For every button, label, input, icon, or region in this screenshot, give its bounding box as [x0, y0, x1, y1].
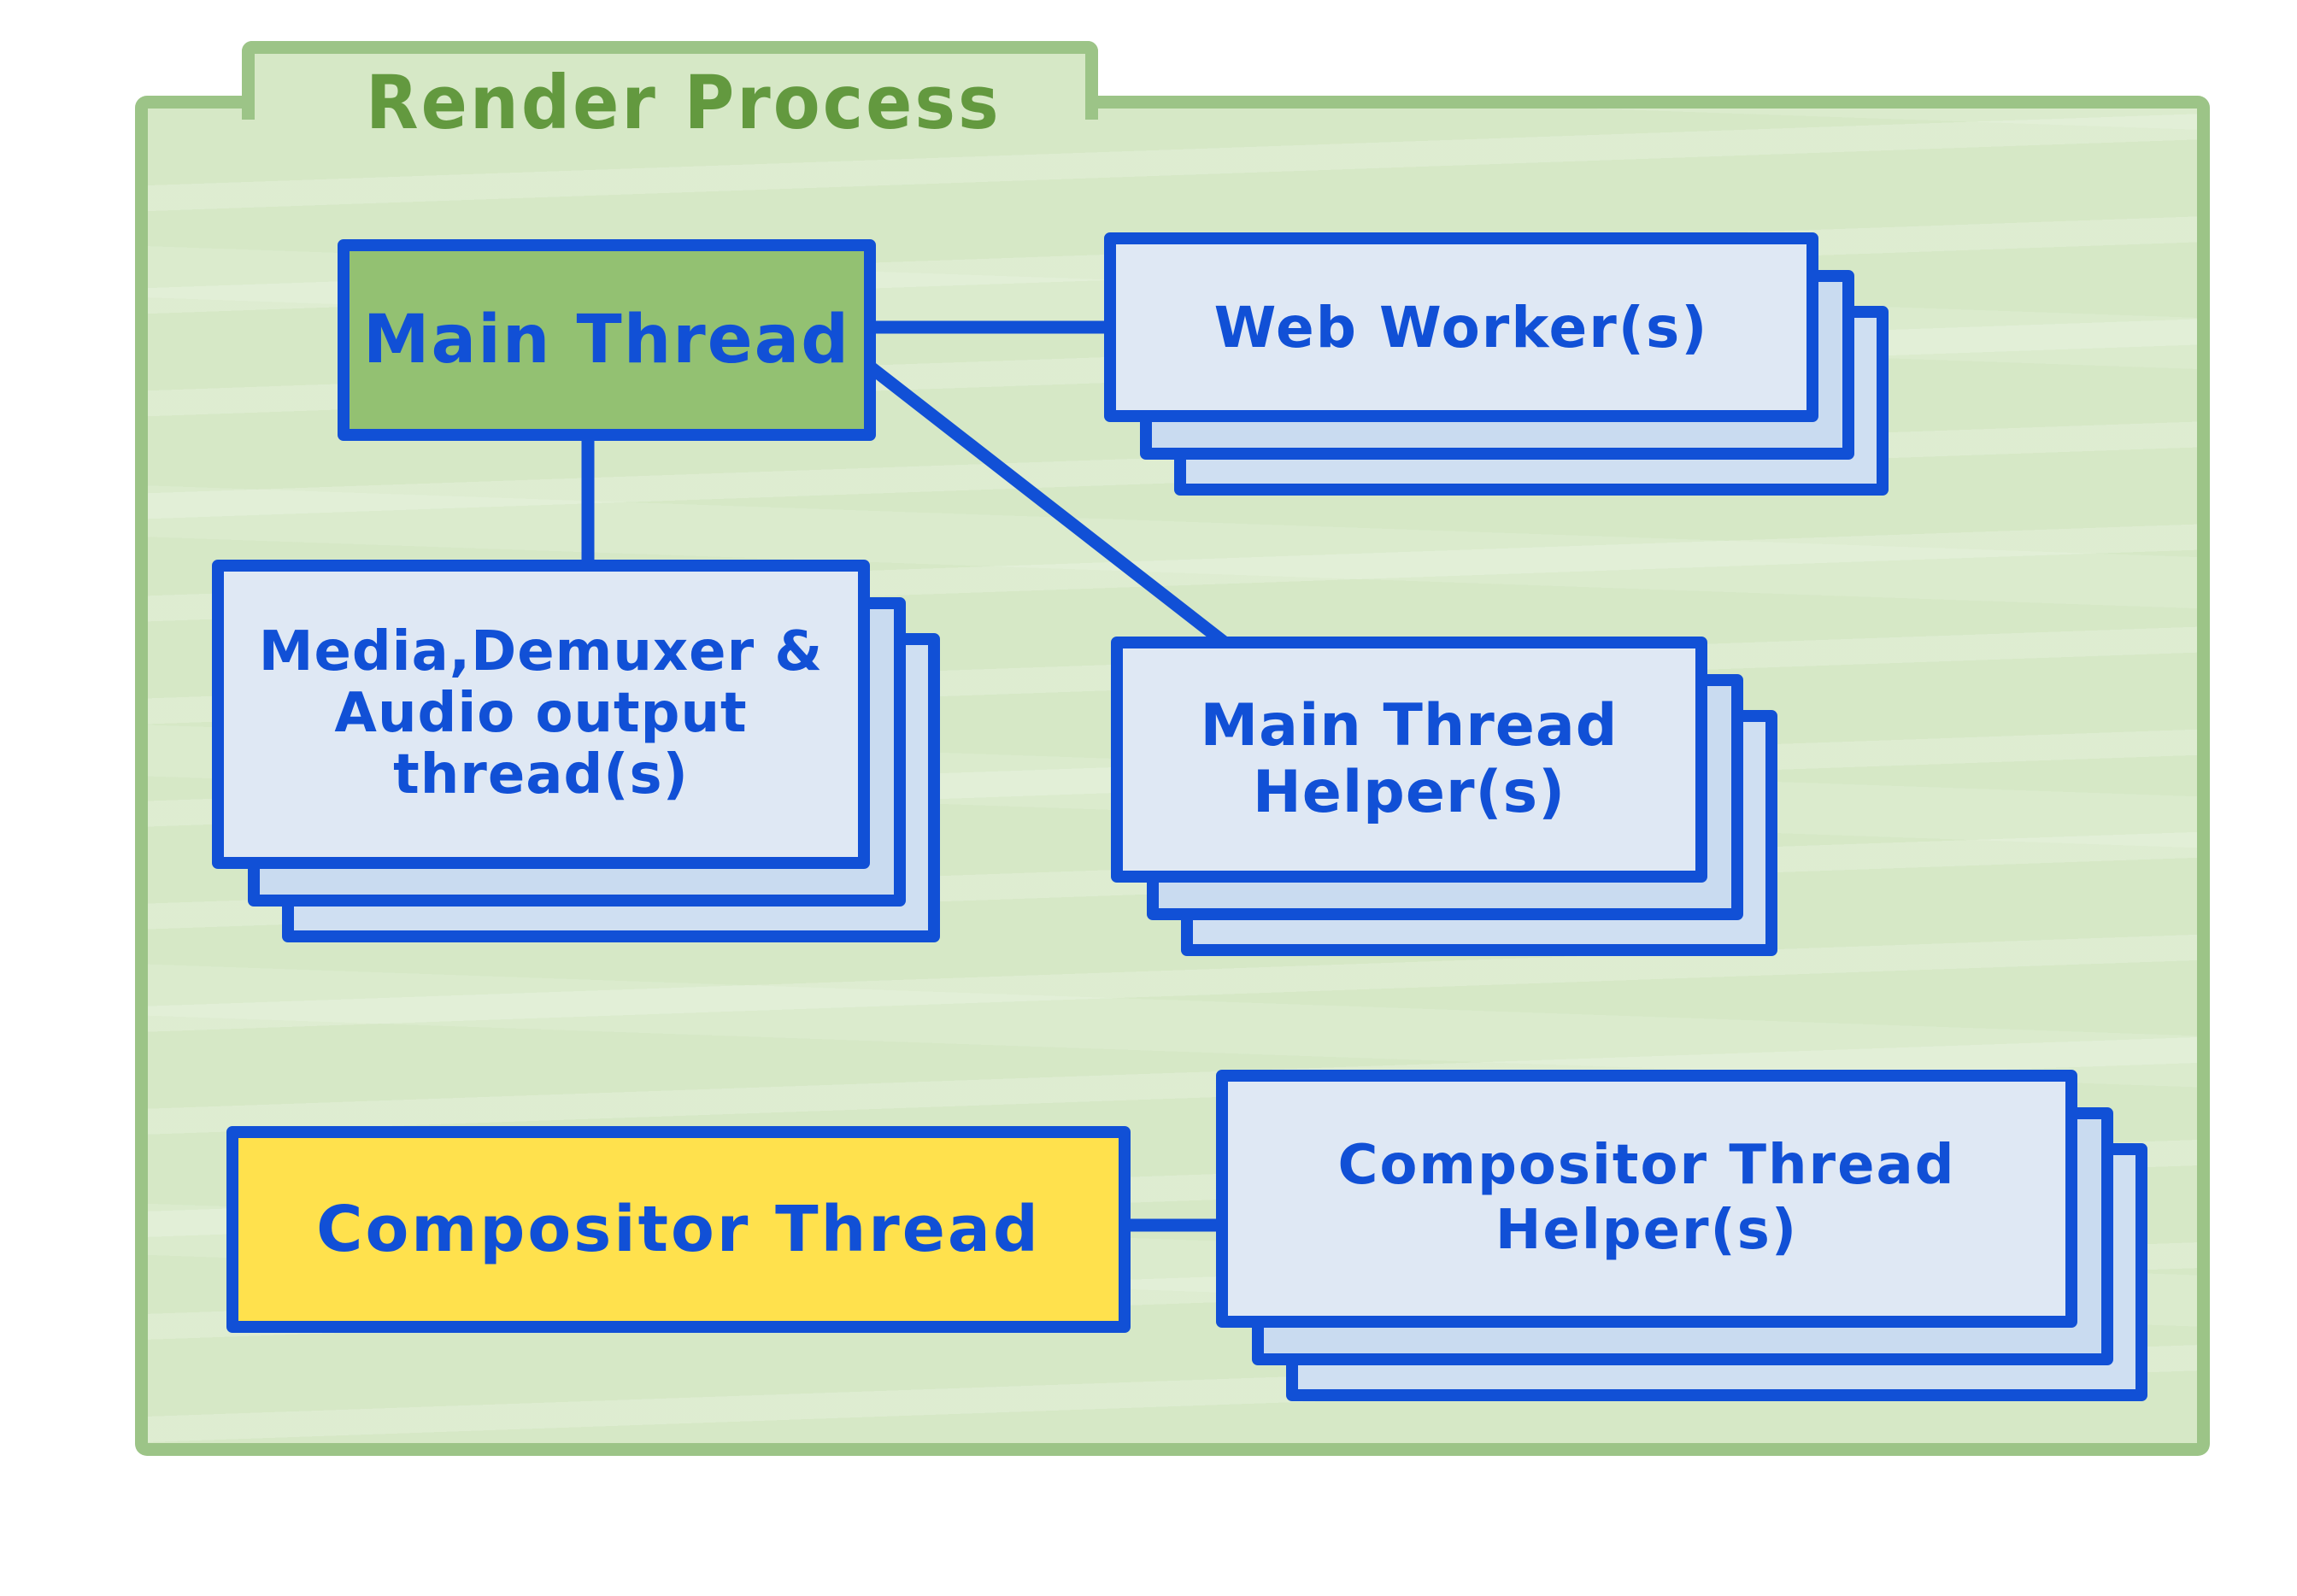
node-compositor-thread-label: Compositor Thread: [316, 1193, 1041, 1266]
node-main-thread-helpers: Main Thread Helper(s): [1111, 637, 1777, 956]
node-media-threads-label: Media,Demuxer & Audio output thread(s): [258, 620, 824, 807]
render-process-folder-tab: [242, 41, 1098, 120]
node-web-workers-label: Web Worker(s): [1213, 294, 1709, 361]
node-web-workers: Web Worker(s): [1104, 232, 1889, 496]
main-thread-helpers-stack-card-front: Main Thread Helper(s): [1111, 637, 1707, 883]
media-threads-stack-card-front: Media,Demuxer & Audio output thread(s): [212, 560, 870, 869]
node-main-thread-helpers-label: Main Thread Helper(s): [1200, 691, 1618, 826]
node-compositor-thread-helpers-label: Compositor Thread Helper(s): [1337, 1134, 1956, 1262]
diagram-title: Render Process: [366, 60, 1002, 146]
node-media-threads: Media,Demuxer & Audio output thread(s): [212, 560, 940, 942]
edge-main-thread-to-main-thread-helpers: [860, 357, 1236, 653]
node-main-thread: Main Thread: [338, 239, 876, 441]
node-compositor-thread-helpers: Compositor Thread Helper(s): [1216, 1070, 2147, 1401]
web-workers-stack-card-front: Web Worker(s): [1104, 232, 1818, 422]
node-compositor-thread: Compositor Thread: [226, 1126, 1131, 1333]
node-main-thread-label: Main Thread: [362, 302, 851, 378]
compositor-helpers-stack-card-front: Compositor Thread Helper(s): [1216, 1070, 2077, 1328]
